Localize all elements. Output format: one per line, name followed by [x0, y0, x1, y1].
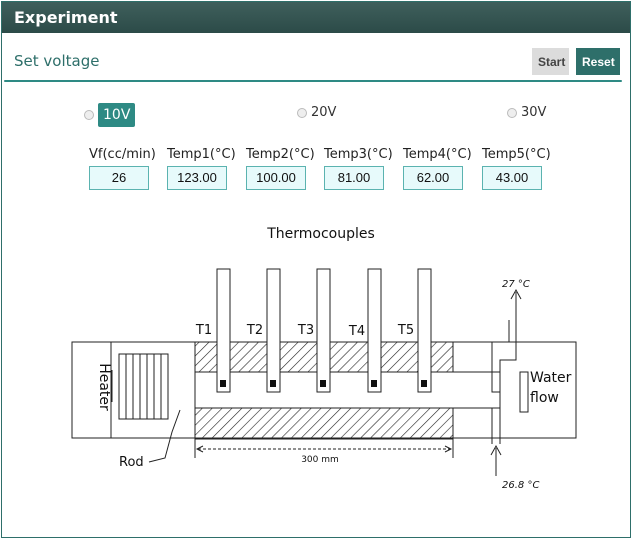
field-value[interactable]: 81.00	[324, 166, 384, 190]
section-divider	[4, 80, 622, 82]
field-label: Vf(cc/min)	[89, 147, 156, 162]
thermocouple-5	[417, 268, 432, 393]
apparatus-diagram: Thermocouples Heater	[71, 226, 577, 491]
rod	[165, 371, 501, 409]
thermocouple-label-t5: T5	[397, 323, 414, 338]
temp5-field: Temp5(°C) 43.00	[482, 147, 551, 190]
field-label: Temp2(°C)	[246, 147, 315, 162]
field-label: Temp3(°C)	[324, 147, 393, 162]
voltage-option-label: 20V	[311, 105, 337, 120]
inlet-arrow-head	[490, 444, 502, 456]
flow-rate-field: Vf(cc/min) 26	[89, 147, 156, 190]
insulation-bottom	[194, 407, 454, 440]
temp2-field: Temp2(°C) 100.00	[246, 147, 315, 190]
field-value[interactable]: 26	[89, 166, 149, 190]
thermocouple-4	[367, 268, 382, 393]
thermocouple-3	[316, 268, 331, 393]
thermocouple-label-t4: T4	[348, 324, 365, 339]
temp3-field: Temp3(°C) 81.00	[324, 147, 393, 190]
heater-label: Heater	[96, 363, 112, 411]
temp4-field: Temp4(°C) 62.00	[403, 147, 472, 190]
inlet-temperature: 26.8 °C	[502, 480, 539, 491]
start-button[interactable]: Start	[532, 48, 569, 75]
water-flow-label-1: Water	[530, 370, 572, 386]
voltage-option-20v[interactable]: 20V	[297, 105, 336, 120]
rod-label: Rod	[119, 455, 144, 470]
radio-icon	[507, 107, 517, 118]
temp1-field: Temp1(°C) 123.00	[167, 147, 236, 190]
voltage-option-10v[interactable]: 10V	[84, 103, 136, 127]
diagram-title: Thermocouples	[266, 226, 375, 242]
radio-icon	[297, 107, 307, 118]
thermocouple-1	[216, 268, 231, 393]
water-jacket	[491, 320, 529, 444]
section-title: Set voltage	[14, 52, 100, 70]
field-value[interactable]: 123.00	[167, 166, 227, 190]
field-value[interactable]: 62.00	[403, 166, 463, 190]
window-title: Experiment	[14, 8, 118, 27]
thermocouple-label-t2: T2	[246, 323, 263, 338]
voltage-option-label: 10V	[98, 103, 136, 127]
outlet-temperature: 27 °C	[502, 279, 530, 290]
reset-button[interactable]: Reset	[576, 48, 620, 75]
heater-coils	[118, 353, 169, 420]
field-label: Temp4(°C)	[403, 147, 472, 162]
radio-icon	[84, 110, 94, 120]
thermocouple-label-t3: T3	[297, 323, 314, 338]
field-label: Temp1(°C)	[167, 147, 236, 162]
field-value[interactable]: 100.00	[246, 166, 306, 190]
dimension-arrow-left	[195, 445, 204, 453]
title-bar: Experiment	[2, 2, 630, 33]
field-label: Temp5(°C)	[482, 147, 551, 162]
thermocouple-label-t1: T1	[195, 323, 212, 338]
outlet-arrow-head	[510, 288, 522, 300]
field-value[interactable]: 43.00	[482, 166, 542, 190]
voltage-option-30v[interactable]: 30V	[507, 105, 546, 120]
voltage-option-label: 30V	[521, 105, 547, 120]
dimension-arrow-right	[444, 445, 453, 453]
rod-pointer	[148, 409, 181, 463]
thermocouple-2	[266, 268, 281, 393]
length-label: 300 mm	[301, 455, 339, 465]
water-flow-label-2: flow	[530, 390, 559, 406]
